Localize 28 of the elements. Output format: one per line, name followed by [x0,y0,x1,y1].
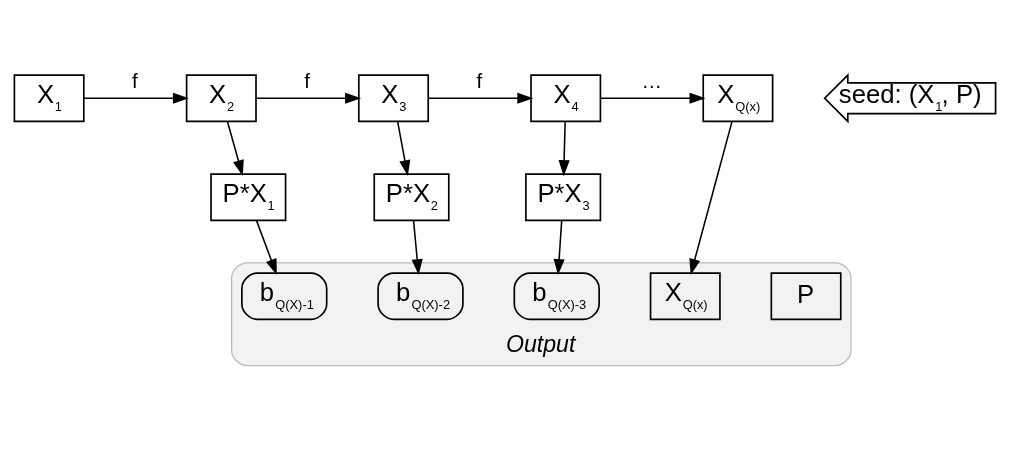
node-box: P*X$_{1}$ [209,172,286,221]
edge-label: f [303,68,310,92]
arrow [254,92,361,104]
arrow [396,120,410,176]
edge-label: f [475,68,482,92]
arrow [553,219,565,275]
node-box: b$_{Q(X)-2}$ [376,271,464,320]
arrow [688,120,733,275]
arrow [255,219,277,275]
node-box: X$_{2}$ [185,73,257,122]
node-box: X$_{Q(x)}$ [701,73,773,122]
edge-label: f [131,68,138,92]
arrow [82,92,189,104]
node-box: b$_{Q(X)-3}$ [513,271,600,320]
node-box: P*X$_{2}$ [372,172,450,221]
node-box: P*X$_{3}$ [524,172,601,221]
node-box: P [770,271,842,320]
arrow [599,92,705,104]
arrow [427,92,533,104]
node-box: b$_{Q(X)-1}$ [240,271,328,320]
node-box: X$_{1}$ [13,73,85,122]
node-box: X$_{3}$ [357,73,429,122]
arrow [411,219,423,275]
arrow [226,120,244,176]
arrow [558,120,570,176]
edge-label: … [641,68,662,92]
node-box: X$_{Q(x)}$ [649,271,721,320]
node-box: X$_{4}$ [529,73,601,122]
